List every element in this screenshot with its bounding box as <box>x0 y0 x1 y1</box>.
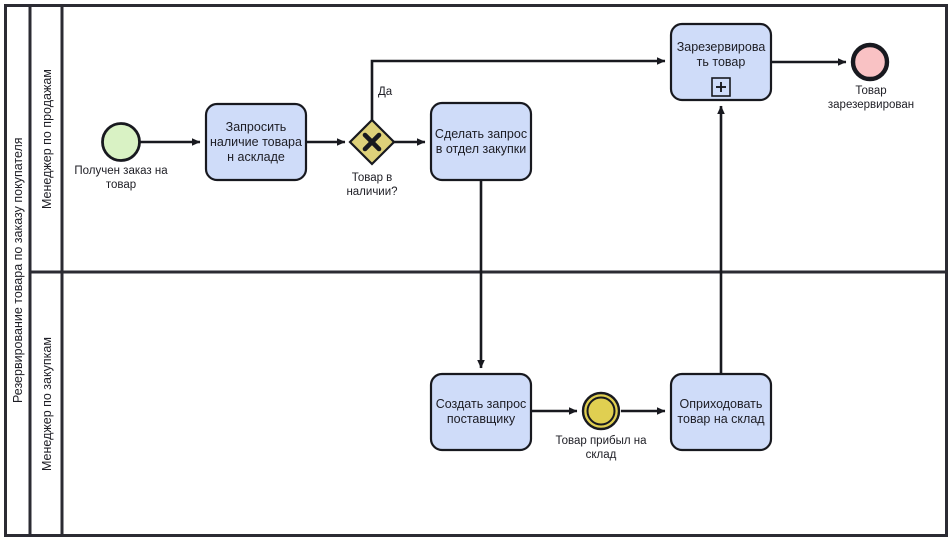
exclusive-gateway-in-stock[interactable] <box>348 118 396 166</box>
lane-label-purchasing: Менеджер по закупкам <box>40 337 54 472</box>
gateway-in-stock-label: Товар в наличии? <box>346 172 398 198</box>
task-check-stock[interactable] <box>204 102 308 182</box>
intermediate-event-label: Товар прибыл на склад <box>555 435 647 461</box>
task-create-supplier-request[interactable] <box>429 372 533 452</box>
start-event-label: Получен заказ на товар <box>74 165 168 191</box>
start-event-order-received[interactable] <box>101 122 141 162</box>
pool-title: Резервирование товара по заказу покупате… <box>11 137 25 404</box>
end-event-label: Товар зарезервирован <box>827 85 915 111</box>
flow-label-yes: Да <box>378 86 393 98</box>
intermediate-event-goods-arrived[interactable] <box>581 391 621 431</box>
pool-container <box>4 4 948 537</box>
flow-gateway-yes-to-reserve <box>370 57 666 121</box>
subprocess-plus-icon <box>711 77 731 97</box>
task-receive-goods[interactable] <box>669 372 773 452</box>
lane-label-sales: Менеджер по продажам <box>40 69 54 209</box>
task-reserve-goods[interactable] <box>669 22 773 102</box>
gateway-x-icon <box>362 132 382 152</box>
end-event-goods-reserved[interactable] <box>850 42 890 82</box>
task-request-purchasing[interactable] <box>429 101 533 182</box>
sequence-flows <box>140 57 847 415</box>
